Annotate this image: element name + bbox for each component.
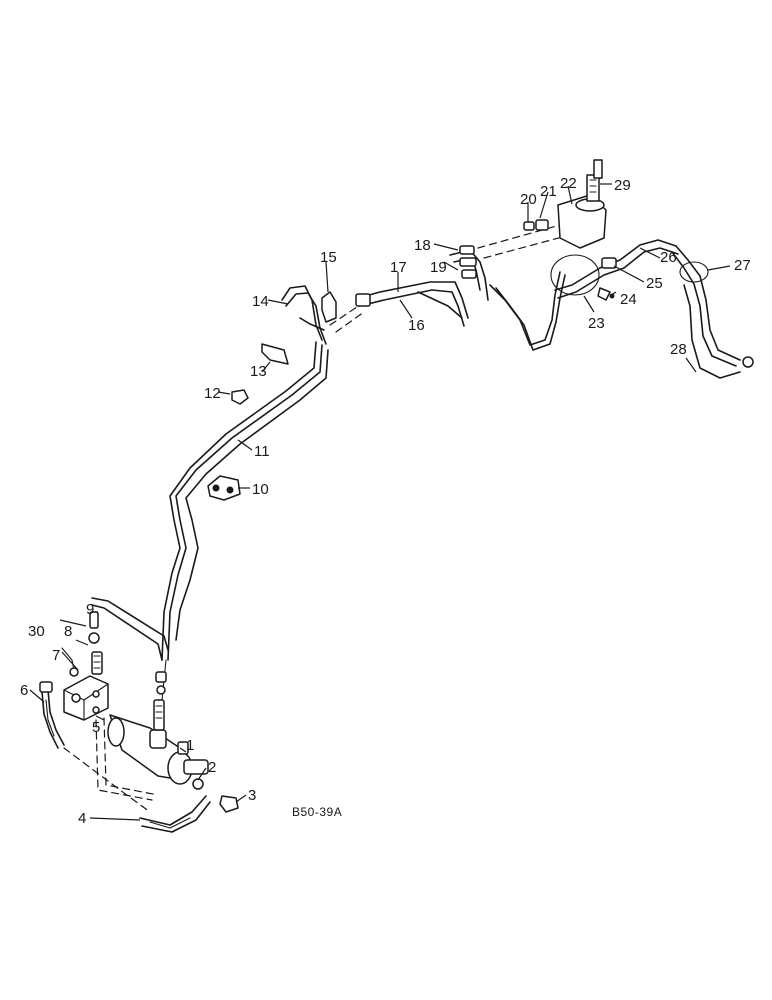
- callout-6: 6: [20, 682, 28, 699]
- dashed-to-valve-a: [477, 224, 561, 249]
- fitting-16: [355, 293, 371, 307]
- part-2: [192, 778, 204, 790]
- callout-14: 14: [252, 293, 269, 310]
- callout-10: 10: [252, 481, 269, 498]
- callout-19: 19: [430, 259, 447, 276]
- tube-bundle-11: [161, 341, 329, 661]
- tube-loop-14: [281, 285, 327, 345]
- callout-26: 26: [660, 249, 677, 266]
- callout-4: 4: [78, 810, 86, 827]
- callout-18: 18: [414, 237, 431, 254]
- callout-1: 1: [186, 737, 194, 754]
- callout-17: 17: [390, 259, 407, 276]
- fitting-26: [601, 257, 617, 269]
- clip-15: [321, 291, 337, 323]
- callout-20: 20: [520, 191, 537, 208]
- callout-15: 15: [320, 249, 337, 266]
- callout-23: 23: [588, 315, 605, 332]
- clamp-10: [207, 475, 241, 501]
- clamp-13: [261, 343, 289, 365]
- tubes-27-28: [671, 245, 754, 379]
- callout-12: 12: [204, 385, 221, 402]
- steering-valve-22: [523, 159, 607, 249]
- fittings-18-19: [449, 245, 489, 301]
- callout-3: 3: [248, 787, 256, 804]
- clip-12: [231, 389, 249, 405]
- dashed-to-valve-b: [483, 235, 567, 259]
- callout-16: 16: [408, 317, 425, 334]
- callout-2: 2: [208, 759, 216, 776]
- callout-labels: 1 2 3 4 5 6 7 8 9 10 11 12 13 14 15 16 1…: [20, 175, 751, 827]
- dashed-block-b: [103, 717, 159, 796]
- callout-13: 13: [250, 363, 267, 380]
- callout-30: 30: [28, 623, 45, 640]
- tubes-16-17: [355, 281, 469, 327]
- figure-code: B50-39A: [292, 805, 342, 819]
- fittings-8-9: [61, 611, 100, 677]
- cylinder-1: [107, 699, 209, 785]
- tube-to-23-b: [495, 274, 566, 351]
- hose-6: [39, 681, 65, 749]
- callout-21: 21: [540, 183, 557, 200]
- leader-lines: [29, 183, 731, 821]
- callout-27: 27: [734, 257, 751, 274]
- fitting-stack: [155, 671, 167, 695]
- fitting-21: [535, 219, 549, 231]
- part-5: [92, 706, 100, 714]
- loop-23: [550, 239, 679, 301]
- dashed-connector-b: [335, 311, 365, 333]
- callout-25: 25: [646, 275, 663, 292]
- dashed-connector-a: [329, 304, 361, 326]
- callout-11: 11: [254, 443, 270, 460]
- callout-7: 7: [52, 647, 60, 664]
- callout-29: 29: [614, 177, 631, 194]
- callout-24: 24: [620, 291, 637, 308]
- callout-9: 9: [86, 601, 94, 618]
- tube-to-23: [489, 271, 561, 346]
- fitting-20: [523, 221, 535, 231]
- callout-22: 22: [560, 175, 577, 192]
- callout-8: 8: [64, 623, 72, 640]
- callout-5: 5: [92, 719, 100, 736]
- elbow-3: [219, 795, 239, 813]
- hose-4: [139, 795, 211, 833]
- clip-24: [597, 287, 611, 301]
- callout-28: 28: [670, 341, 687, 358]
